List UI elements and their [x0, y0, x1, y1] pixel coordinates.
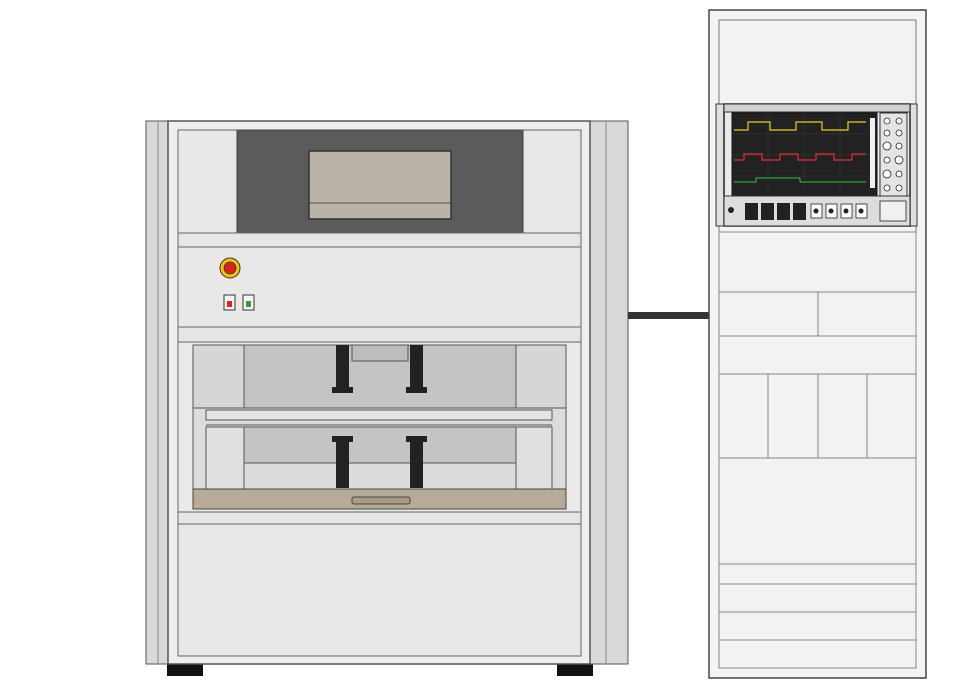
equipment-rack: [708, 9, 927, 679]
upper-clamp-left: [336, 345, 349, 392]
rack-panel: [718, 611, 917, 641]
rack-top-panel: [718, 19, 917, 105]
channel-input[interactable]: [761, 203, 774, 220]
machine-side-right: [589, 120, 629, 665]
lower-clamp-left: [336, 436, 349, 488]
channel-input[interactable]: [777, 203, 790, 220]
channel-input[interactable]: [745, 203, 758, 220]
fixture-rail: [205, 409, 553, 421]
machine-bottom-cabinet: [177, 523, 582, 657]
rack-panel: [718, 373, 769, 459]
channel-input[interactable]: [793, 203, 806, 220]
lower-clamp-right: [410, 436, 423, 488]
rack-panel: [817, 291, 917, 337]
machine-foot-right: [557, 662, 593, 676]
rack-panel: [817, 373, 868, 459]
rack-panel: [718, 563, 917, 585]
oscilloscope-controls: [879, 112, 908, 200]
rack-panel: [718, 291, 819, 337]
rack-panel: [866, 373, 917, 459]
test-fixture: [177, 341, 582, 513]
waveform-trace: [734, 153, 866, 161]
machine-foot-left: [167, 662, 203, 676]
rack-panel: [718, 457, 917, 565]
rack-panel: [718, 639, 917, 669]
emergency-stop-icon[interactable]: [219, 257, 241, 279]
waveform-trace: [734, 121, 866, 131]
rack-panel: [718, 231, 917, 293]
test-machine: [145, 120, 629, 676]
lower-press-block: [243, 426, 517, 464]
switch-icon[interactable]: [242, 294, 255, 311]
rack-panel: [718, 335, 917, 375]
switch-icon[interactable]: [223, 294, 236, 311]
rack-panel: [718, 583, 917, 613]
waveform-trace: [734, 177, 866, 183]
rack-panel: [767, 373, 819, 459]
machine-control-panel: [177, 246, 582, 328]
oscilloscope-icon: [715, 103, 918, 227]
machine-display: [308, 150, 452, 220]
upper-clamp-right: [410, 345, 423, 392]
